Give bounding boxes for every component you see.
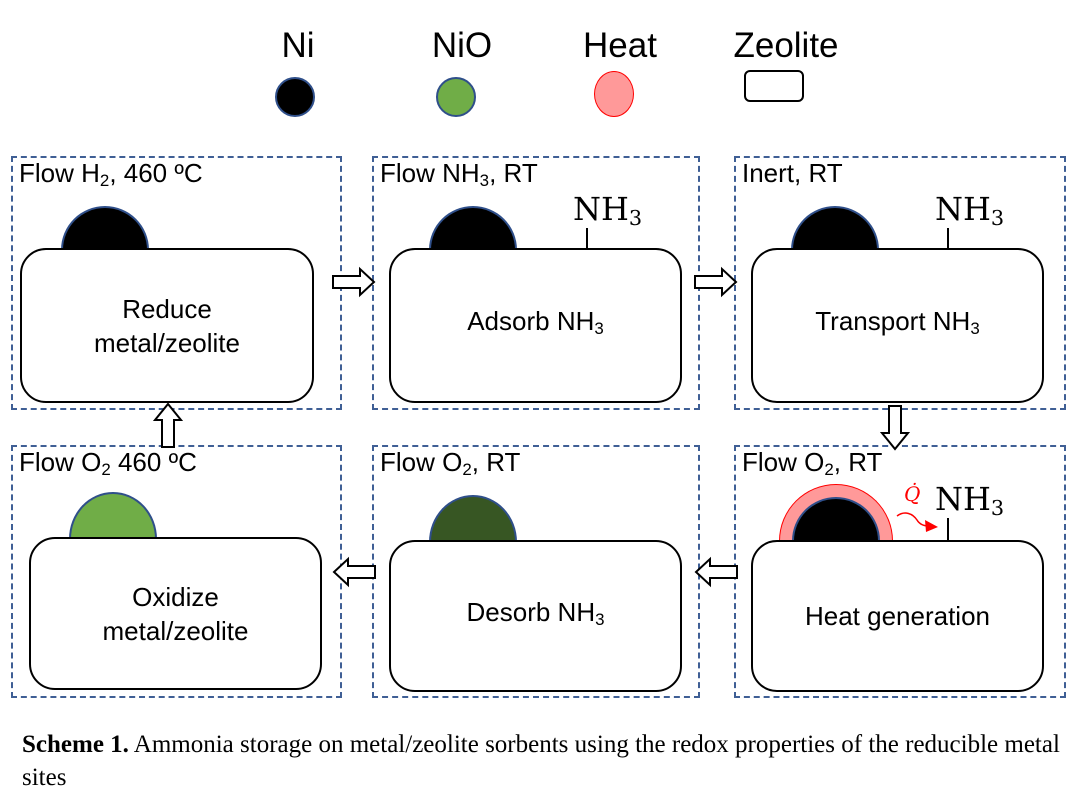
step-heat-panel: Flow O2, RT (734, 445, 1066, 698)
zeolite-legend-icon (744, 70, 804, 102)
step-label: Adsorb NH3 (467, 306, 604, 339)
step-label-line1: Oxidize (132, 581, 219, 612)
nio-legend-icon (436, 77, 476, 117)
caption-label: Scheme 1. (22, 731, 129, 758)
step-condition: Flow O2, RT (742, 447, 883, 480)
step-label-line1: Reduce (122, 293, 212, 324)
legend-label-nio: NiO (431, 26, 493, 65)
step-reduce-panel: Flow H2, 460 ºC (11, 156, 342, 410)
heat-legend-icon (594, 71, 634, 117)
arrow-right-icon (332, 266, 376, 298)
heat-flow-arrow-icon (896, 512, 938, 532)
step-condition: Flow H2, 460 ºC (19, 158, 203, 191)
step-condition: Flow O2 460 ºC (19, 447, 197, 480)
step-label: Transport NH3 (815, 306, 980, 339)
nh3-molecule: NH3 (573, 190, 643, 231)
nh3-molecule: NH3 (935, 190, 1005, 231)
step-oxidize-panel: Flow O2 460 ºC (11, 445, 342, 698)
legend-label-zeolite: Zeolite (733, 26, 839, 65)
arrow-up-icon (152, 402, 184, 448)
arrow-left-icon (694, 556, 738, 588)
zeolite-desorb: Desorb NH3 (389, 540, 682, 692)
step-condition: Flow NH3, RT (380, 158, 538, 191)
step-label-line2: metal/zeolite (102, 615, 249, 646)
ni-legend-icon (275, 77, 315, 117)
legend-label-ni: Ni (281, 26, 315, 65)
step-label: Desorb NH3 (466, 596, 605, 630)
adsorption-bond (947, 228, 949, 250)
arrow-down-icon (879, 405, 911, 451)
step-label-line2: metal/zeolite (94, 327, 240, 358)
zeolite-adsorb: Adsorb NH3 (389, 248, 682, 403)
caption-text: Ammonia storage on metal/zeolite sorbent… (22, 731, 1060, 791)
zeolite-transport: Transport NH3 (751, 248, 1044, 403)
adsorption-bond (947, 518, 949, 540)
adsorption-bond (586, 228, 588, 250)
legend-label-heat: Heat (583, 26, 657, 65)
zeolite-heat: Heat generation (751, 540, 1044, 692)
step-label: Heat generation (804, 601, 991, 631)
arrow-right-icon (694, 266, 738, 298)
step-condition: Inert, RT (742, 158, 843, 188)
figure-caption: Scheme 1. Ammonia storage on metal/zeoli… (22, 728, 1062, 794)
arrow-left-icon (332, 556, 376, 588)
nh3-molecule: NH3 (935, 480, 1005, 521)
heat-flux-symbol: Q̇ (904, 482, 921, 506)
step-condition: Flow O2, RT (380, 447, 521, 480)
